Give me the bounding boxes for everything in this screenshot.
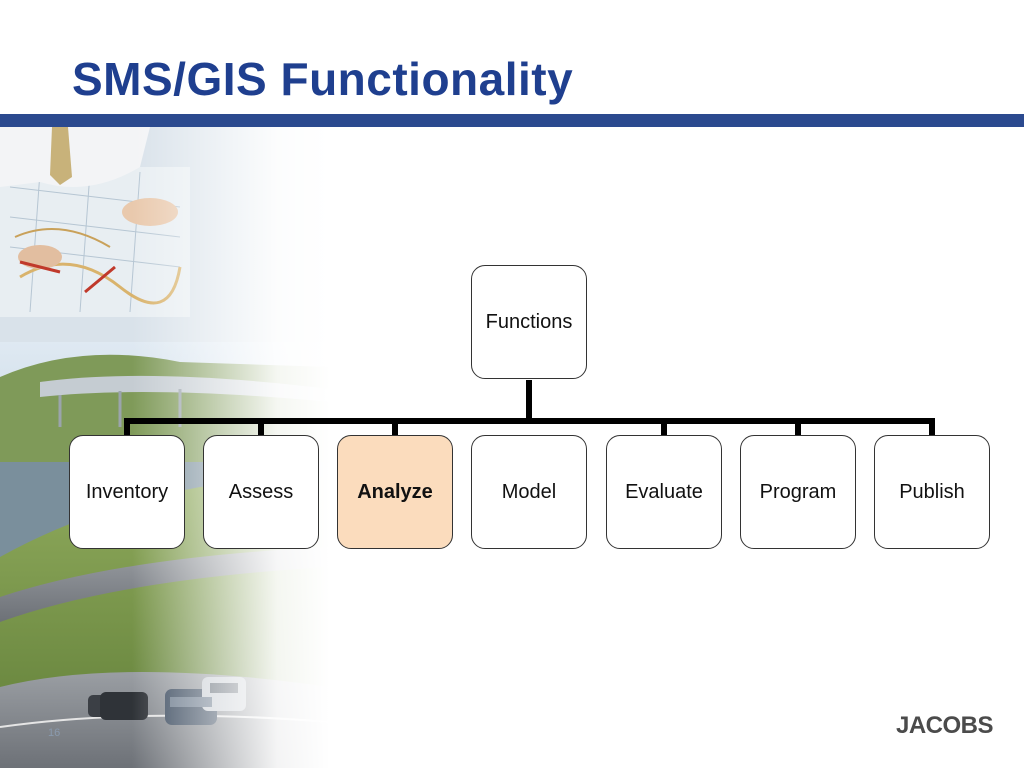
node-analyze: Analyze [337,435,453,549]
page-number: 16 [48,727,61,739]
node-program: Program [740,435,856,549]
node-model-label: Model [501,480,557,503]
node-assess: Assess [203,435,319,549]
jacobs-logo: JACOBS [896,712,994,739]
node-evaluate-label: Evaluate [625,480,703,503]
title-rule [0,114,1024,127]
node-functions: Functions [471,265,587,379]
node-functions-label: Functions [485,310,573,333]
node-program-label: Program [759,480,837,503]
node-analyze-label: Analyze [357,480,433,503]
node-model: Model [471,435,587,549]
slide-title: SMS/GIS Functionality [72,53,574,105]
node-publish: Publish [874,435,990,549]
node-inventory-label: Inventory [85,480,169,503]
node-inventory: Inventory [69,435,185,549]
node-assess-label: Assess [228,480,294,503]
node-evaluate: Evaluate [606,435,722,549]
node-publish-label: Publish [899,480,965,503]
